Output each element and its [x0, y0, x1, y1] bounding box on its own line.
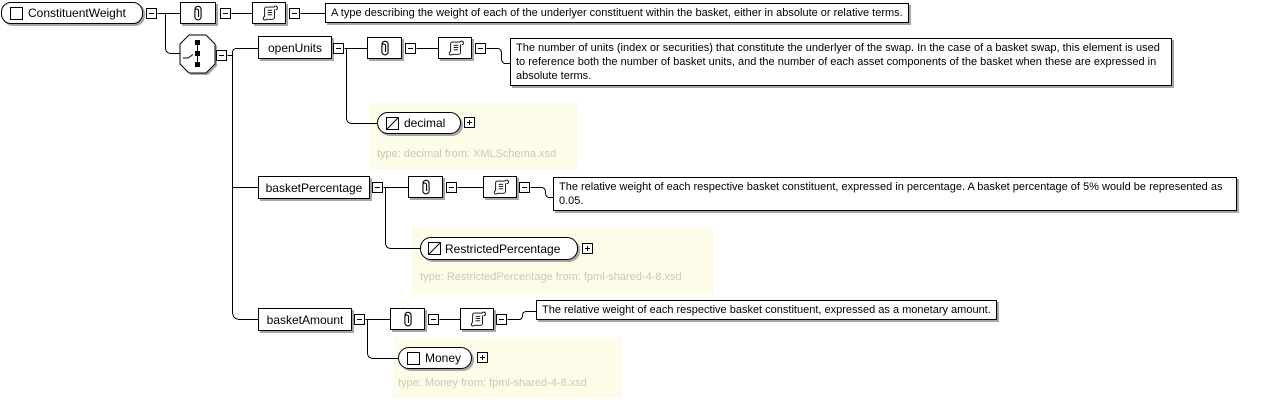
openunits-attributes-box[interactable] [367, 37, 402, 59]
root-annotation-text: A type describing the weight of each of … [325, 3, 909, 23]
paperclip-icon [380, 40, 389, 56]
basketpercentage-annotation-box[interactable] [483, 176, 517, 198]
basketamount-annotation-toggle[interactable] [496, 314, 507, 325]
money-expand-toggle[interactable] [477, 352, 488, 363]
paperclip-icon [194, 5, 202, 21]
restrictedpercentage-expand-toggle[interactable] [582, 243, 593, 254]
openunits-annotation-box[interactable] [438, 37, 472, 59]
openunits-collapse-toggle[interactable] [333, 43, 344, 54]
element-icon [10, 6, 23, 20]
complex-type-icon [407, 351, 420, 365]
basketpercentage-attributes-box[interactable] [408, 176, 443, 198]
scroll-icon [262, 5, 278, 21]
basketamount-annotation-text: The relative weight of each respective b… [536, 300, 997, 320]
annotation-collapse-toggle[interactable] [289, 8, 300, 19]
element-node-basketpercentage[interactable]: basketPercentage [258, 176, 370, 199]
annotation-box[interactable] [252, 2, 286, 24]
type-caption: type: Money from: fpml-shared-4-8.xsd [398, 377, 587, 389]
element-label: openUnits [267, 40, 323, 55]
type-caption: type: RestrictedPercentage from: fpml-sh… [420, 271, 682, 283]
element-label: basketPercentage [265, 180, 363, 195]
basketamount-collapse-toggle[interactable] [354, 314, 365, 325]
scroll-icon [470, 311, 486, 327]
openunits-attributes-toggle[interactable] [405, 43, 416, 54]
basketpercentage-collapse-toggle[interactable] [372, 182, 383, 193]
paperclip-icon [421, 179, 430, 195]
type-label: decimal [404, 116, 446, 130]
attributes-box[interactable] [180, 2, 216, 24]
element-node-openunits[interactable]: openUnits [258, 36, 332, 59]
basketamount-attributes-toggle[interactable] [428, 314, 439, 325]
element-node-basketamount[interactable]: basketAmount [258, 308, 352, 331]
type-label: RestrictedPercentage [445, 241, 561, 256]
element-label: basketAmount [266, 312, 344, 327]
decimal-expand-toggle[interactable] [464, 117, 475, 128]
openunits-annotation-text: The number of units (index or securities… [510, 38, 1172, 86]
choice-compositor[interactable] [179, 34, 219, 76]
basketamount-attributes-box[interactable] [390, 308, 425, 330]
type-node-restrictedpercentage[interactable]: RestrictedPercentage [420, 237, 578, 260]
simple-type-icon [428, 242, 441, 255]
type-label: Money [425, 351, 462, 365]
scroll-icon [493, 179, 509, 195]
root-element-node[interactable]: ConstituentWeight [1, 2, 143, 24]
simple-type-icon [386, 116, 399, 130]
basketpercentage-annotation-toggle[interactable] [519, 182, 530, 193]
root-element-label: ConstituentWeight [28, 6, 126, 20]
attributes-collapse-toggle[interactable] [220, 8, 231, 19]
openunits-annotation-toggle[interactable] [475, 43, 486, 54]
choice-icon [179, 34, 217, 75]
basketamount-annotation-box[interactable] [460, 308, 494, 330]
choice-collapse-toggle[interactable] [216, 50, 227, 61]
basketpercentage-annotation-text: The relative weight of each respective b… [553, 177, 1237, 211]
type-caption: type: decimal from: XMLSchema.xsd [377, 148, 557, 160]
type-node-decimal[interactable]: decimal [377, 112, 461, 134]
root-collapse-toggle[interactable] [146, 8, 157, 19]
basketpercentage-attributes-toggle[interactable] [446, 182, 457, 193]
paperclip-icon [403, 311, 412, 327]
scroll-icon [448, 40, 464, 56]
type-node-money[interactable]: Money [398, 347, 472, 369]
